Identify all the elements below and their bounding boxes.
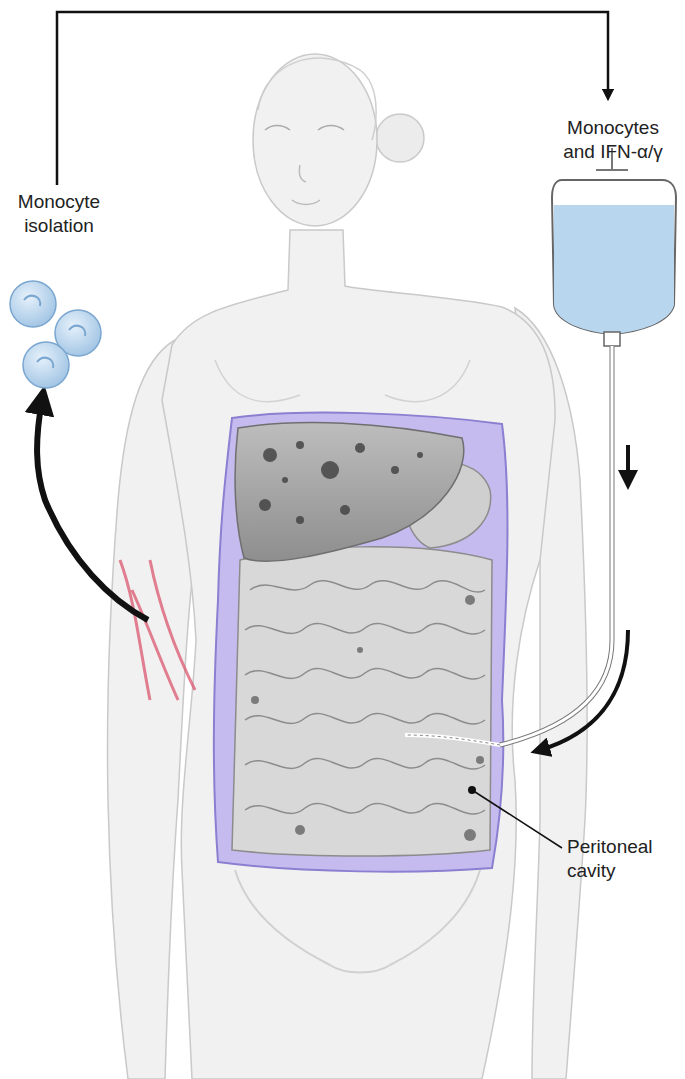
step-label: Monocyte isolation (4, 190, 114, 238)
region-label: Peritoneal cavity (567, 835, 677, 883)
step-label: Monocytes and IFN-α/γ (552, 116, 674, 164)
